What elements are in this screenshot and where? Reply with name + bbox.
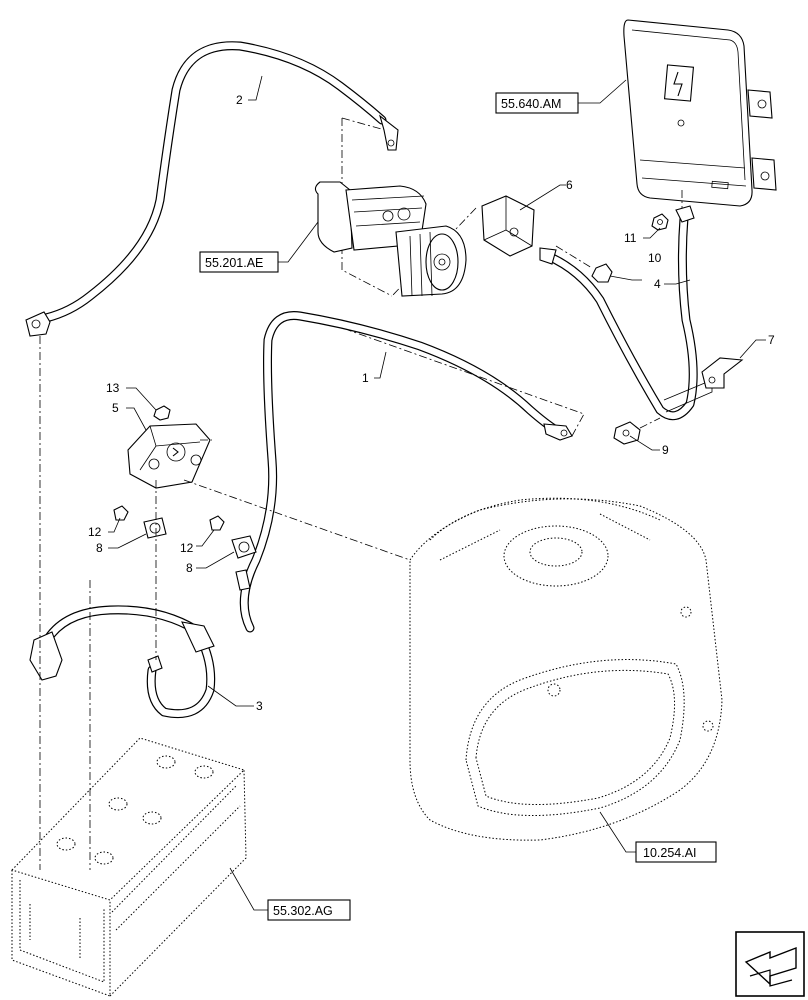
reference-tank-label: 10.254.AI	[643, 846, 697, 860]
cable-3	[29, 605, 216, 719]
callout-12-left: 12	[88, 525, 102, 539]
leader-lines	[108, 75, 766, 911]
reference-starter[interactable]: 55.201.AE	[199, 251, 279, 273]
callout-3: 3	[256, 699, 263, 713]
clamp-8-right	[231, 535, 257, 559]
callout-5: 5	[112, 401, 119, 415]
callout-2: 2	[236, 93, 243, 107]
cable-1	[235, 311, 585, 633]
reference-starter-label: 55.201.AE	[205, 256, 263, 270]
alignment-lines	[39, 245, 661, 870]
terminal-boot	[481, 195, 535, 257]
bolt-12-left	[113, 505, 129, 521]
starter-motor	[314, 117, 477, 297]
nut-10	[591, 263, 613, 283]
fuel-tank	[409, 497, 723, 841]
bracket-7	[701, 357, 744, 389]
reference-battery-label: 55.302.AG	[273, 904, 333, 918]
callout-11: 11	[624, 231, 637, 245]
reference-ecu-label: 55.640.AM	[501, 97, 561, 111]
callout-numbers: 2 1 3 4 6 7 9 10 11 13 5 12 8 12 8	[88, 93, 775, 713]
cable-4	[539, 205, 713, 421]
callout-1: 1	[362, 371, 369, 385]
callout-12-right: 12	[180, 541, 194, 555]
next-page-arrow-icon[interactable]	[735, 931, 805, 997]
reference-tank[interactable]: 10.254.AI	[635, 841, 717, 863]
nut-13	[153, 405, 171, 421]
reference-battery[interactable]: 55.302.AG	[267, 899, 351, 921]
callout-4: 4	[654, 277, 661, 291]
clamp-8-left	[143, 517, 167, 539]
bolt-12-right	[209, 515, 225, 531]
callout-8-left: 8	[96, 541, 103, 555]
electronic-control-unit	[623, 19, 777, 210]
battery	[11, 737, 247, 997]
callout-9: 9	[662, 443, 669, 457]
callout-10: 10	[648, 251, 662, 265]
nut-11	[651, 213, 669, 231]
callout-7: 7	[768, 333, 775, 347]
callout-13: 13	[106, 381, 120, 395]
callout-6: 6	[566, 178, 573, 192]
bolt-9	[613, 421, 641, 445]
callout-8-right: 8	[186, 561, 193, 575]
reference-ecu[interactable]: 55.640.AM	[495, 92, 579, 114]
cable-2	[25, 41, 399, 337]
junction-block	[127, 423, 211, 489]
